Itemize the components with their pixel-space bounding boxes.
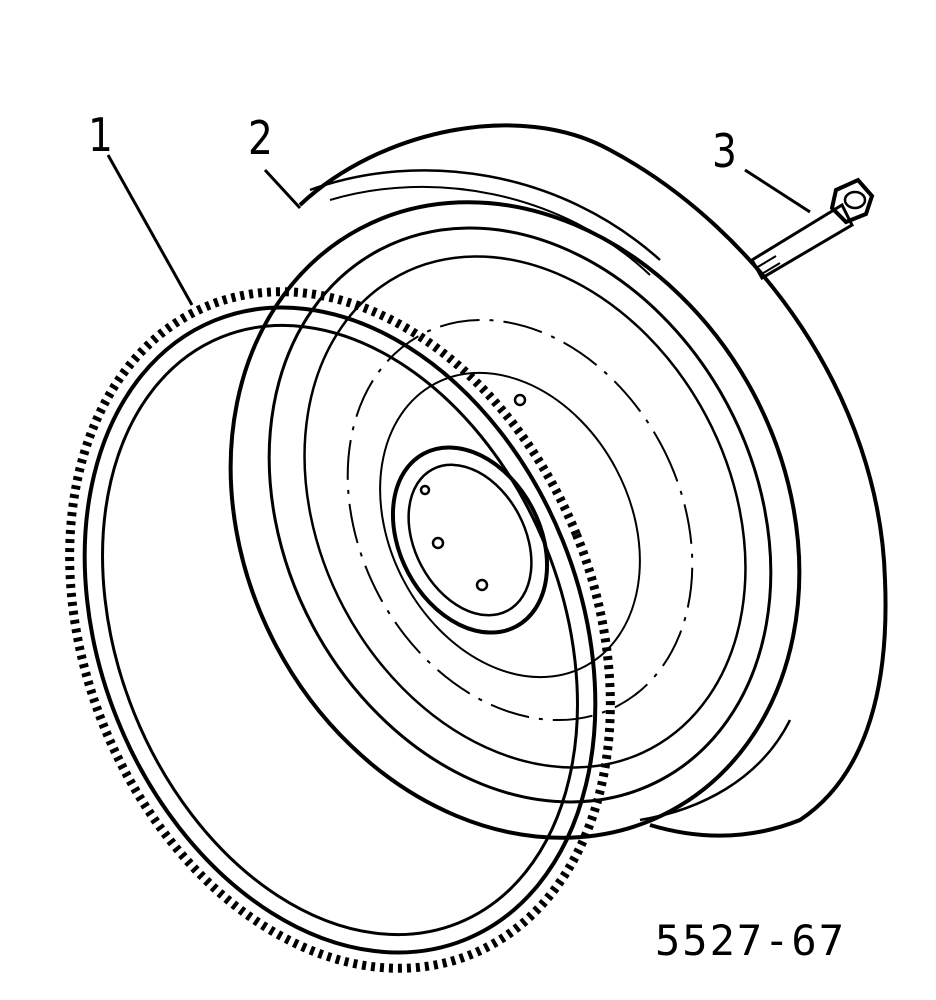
callout-3: 3 bbox=[712, 124, 737, 178]
ring-gear-icon bbox=[65, 287, 615, 973]
leader-line-2 bbox=[263, 168, 302, 210]
callout-1: 1 bbox=[88, 108, 113, 162]
figure-reference: 5527-67 bbox=[655, 916, 847, 965]
leader-lines bbox=[106, 154, 811, 306]
flywheel-icon bbox=[228, 123, 888, 840]
leader-line-3 bbox=[744, 168, 811, 214]
bolt-icon bbox=[749, 177, 875, 281]
callout-2: 2 bbox=[248, 111, 273, 165]
leader-line-1 bbox=[106, 154, 194, 306]
